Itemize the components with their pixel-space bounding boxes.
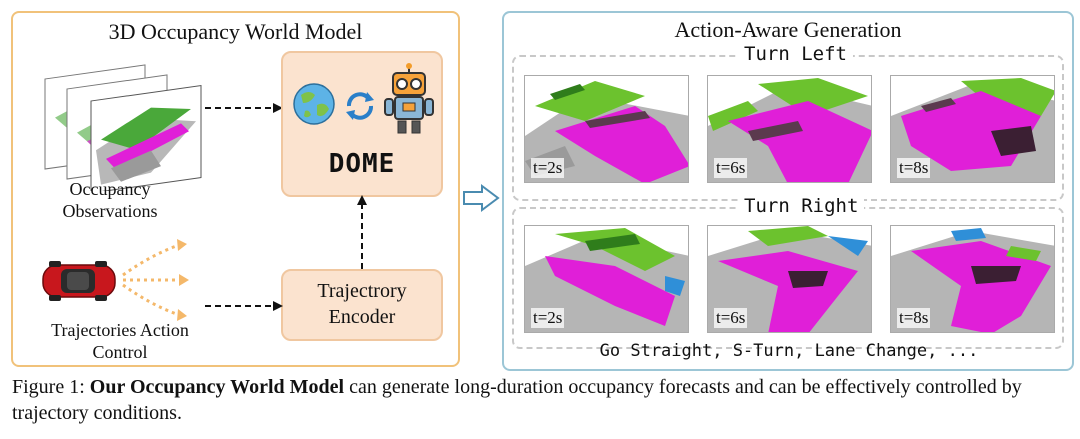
encoder-label-line1: Trajectrory [317, 280, 407, 302]
turn-right-time-2: t=6s [714, 308, 748, 328]
turn-left-time-3: t=8s [897, 158, 931, 178]
turn-right-time-3: t=8s [897, 308, 931, 328]
observations-label: Observations [62, 201, 158, 221]
turn-left-label: Turn Left [738, 43, 853, 65]
dotted-arrow-icon [122, 239, 189, 321]
action-aware-panel: Action-Aware Generation Turn Left t=2s [502, 11, 1074, 371]
turn-left-frame-1: t=2s [524, 75, 689, 183]
encoder-to-dome-arrow [357, 195, 367, 269]
dome-box: DOME [281, 51, 443, 197]
occupancy-observations-image [44, 64, 202, 191]
turn-right-group: Turn Right t=2s t=6s [512, 195, 1064, 349]
world-model-panel: 3D Occupancy World Model Occupancy Obser… [11, 11, 460, 367]
turn-right-frame-1: t=2s [524, 225, 689, 333]
robot-icon [384, 63, 434, 134]
car-icon [42, 261, 116, 301]
cycle-arrows-icon [346, 92, 374, 120]
turn-left-frame-3: t=8s [890, 75, 1055, 183]
trajectories-label: Trajectories Action [51, 320, 189, 340]
hollow-arrow-icon [463, 184, 500, 212]
dome-label: DOME [328, 149, 396, 179]
figure-caption: Figure 1: Our Occupancy World Model can … [12, 374, 1072, 426]
other-actions-label: Go Straight, S-Turn, Lane Change, ... [599, 341, 979, 361]
control-label: Control [92, 342, 148, 362]
turn-right-frame-2: t=6s [707, 225, 872, 333]
caption-rest: can generate long-duration occupancy for… [12, 376, 1022, 424]
turn-left-time-1: t=2s [531, 158, 565, 178]
obs-to-dome-arrow [205, 103, 283, 113]
caption-bold: Our Occupancy World Model [89, 376, 345, 398]
encoder-label-line2: Encoder [328, 306, 396, 328]
action-aware-title: Action-Aware Generation [674, 17, 902, 42]
turn-left-frame-2: t=6s [707, 75, 872, 183]
turn-right-time-1: t=2s [531, 308, 565, 328]
turn-right-frame-3: t=8s [890, 225, 1055, 333]
turn-left-time-2: t=6s [714, 158, 748, 178]
world-model-title: 3D Occupancy World Model [108, 19, 363, 44]
turn-right-label: Turn Right [738, 195, 865, 217]
earth-icon [293, 83, 335, 125]
occupancy-label: Occupancy [69, 179, 151, 199]
trajectory-to-encoder-arrow [205, 301, 283, 311]
caption-prefix: Figure 1: [12, 376, 90, 398]
turn-left-group: Turn Left t=2s t=6s [512, 43, 1064, 201]
trajectory-encoder-box: Trajectrory Encoder [281, 269, 443, 341]
